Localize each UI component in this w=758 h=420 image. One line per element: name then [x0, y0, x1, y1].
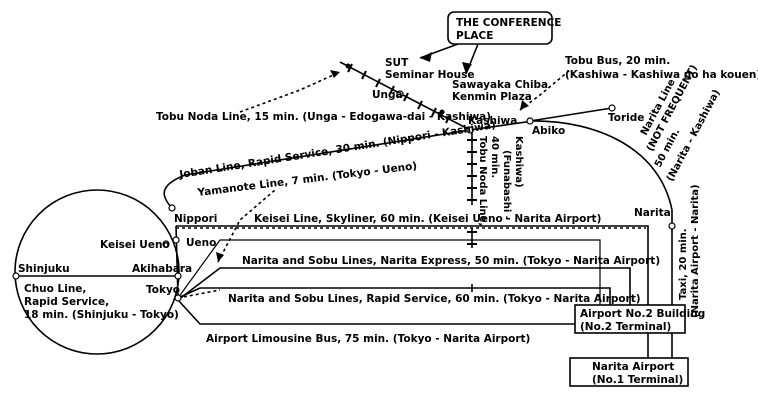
place-sut-2: Seminar House: [385, 69, 474, 81]
route-tobu-noda-vert-1: Tobu Noda Line,: [477, 136, 488, 226]
station-shinjuku-marker[interactable]: [12, 272, 20, 280]
callout-line2: PLACE: [456, 30, 493, 42]
route-tobu-noda-vert-2: 40 min.: [489, 136, 500, 178]
label-kashiwa: Kashiwa: [468, 115, 517, 127]
callout-arrowhead-sawayaka: [462, 62, 472, 74]
place-sawayaka-1: Sawayaka Chiba: [452, 79, 548, 91]
label-ueno: Ueno: [186, 237, 216, 249]
rapid-service-line: [177, 287, 611, 318]
yamanote-loop: [14, 189, 180, 355]
sut-marker: [345, 63, 351, 69]
label-tokyo: Tokyo: [146, 284, 180, 296]
tokyo-ueno-line: [177, 239, 601, 308]
place-sawayaka-2: Kenmin Plaza: [452, 91, 532, 103]
label-akihabara: Akihabara: [132, 263, 192, 275]
route-chuo-1: Chuo Line,: [24, 283, 86, 295]
narita-express-line: [177, 267, 631, 318]
route-tobu-noda-unga: Tobu Noda Line, 15 min. (Unga - Edogawa-…: [156, 111, 491, 123]
station-keisei-ueno-marker[interactable]: [162, 240, 170, 248]
terminal-2-box[interactable]: [574, 304, 686, 334]
place-sut-1: SUT: [385, 57, 409, 69]
station-tokyo-marker[interactable]: [174, 294, 182, 302]
callout-line1: THE CONFERENCE: [456, 17, 561, 29]
terminal-1-line1: Narita Airport: [592, 361, 674, 373]
limousine-line: [177, 299, 580, 325]
dashed-arrows: [177, 69, 571, 299]
terminal-2-line2: (No.2 Terminal): [580, 321, 671, 333]
label-narita: Narita: [634, 207, 671, 219]
tobu-noda-hatches: [347, 63, 451, 124]
label-toride: Toride: [608, 112, 644, 124]
label-keisei-ueno: Keisei Ueno: [100, 239, 170, 251]
route-tobu-bus-2: (Kashiwa - Kashiwa no ha kouen): [565, 69, 758, 81]
joban-toride-line: [529, 107, 613, 122]
station-narita-marker[interactable]: [668, 222, 676, 230]
station-ueno-marker[interactable]: [172, 236, 180, 244]
route-taxi-2: (Narita Airport - Narita): [690, 184, 701, 318]
station-kashiwa-marker[interactable]: [466, 126, 474, 134]
sawayaka-marker: [439, 109, 445, 115]
label-shinjuku: Shinjuku: [18, 263, 70, 275]
joban-line: [163, 119, 541, 209]
terminal-1-box[interactable]: [569, 357, 689, 387]
terminal-1-line2: (No.1 Terminal): [592, 374, 683, 386]
station-toride-marker[interactable]: [608, 104, 616, 112]
label-abiko: Abiko: [532, 125, 565, 137]
route-tobu-noda-vert-4: Kashiwa): [513, 136, 524, 188]
route-narita-express: Narita and Sobu Lines, Narita Express, 5…: [242, 255, 660, 267]
station-unga-marker[interactable]: [396, 90, 404, 98]
station-abiko-marker[interactable]: [526, 117, 534, 125]
route-chuo-2: Rapid Service,: [24, 296, 109, 308]
label-unga: Unga: [372, 89, 403, 101]
route-chuo-3: 18 min. (Shinjuku - Tokyo): [24, 309, 179, 321]
route-taxi-1: Taxi, 20 min.: [678, 228, 689, 300]
route-keisei: Keisei Line, Skyliner, 60 min. (Keisei U…: [254, 213, 601, 225]
route-rapid-service: Narita and Sobu Lines, Rapid Service, 60…: [228, 293, 641, 305]
conference-callout-box: [447, 11, 553, 45]
route-tobu-noda-vert-3: (Funabashi -: [501, 150, 512, 220]
label-nippori: Nippori: [174, 213, 217, 225]
callout-arrowhead-sut: [420, 52, 432, 62]
station-nippori-marker[interactable]: [168, 204, 176, 212]
station-akihabara-marker[interactable]: [174, 272, 182, 280]
route-limousine: Airport Limousine Bus, 75 min. (Tokyo - …: [206, 333, 530, 345]
route-tobu-bus-1: Tobu Bus, 20 min.: [565, 55, 670, 67]
terminal-2-line1: Airport No.2 Building: [580, 308, 705, 320]
narita-line: [529, 120, 673, 360]
